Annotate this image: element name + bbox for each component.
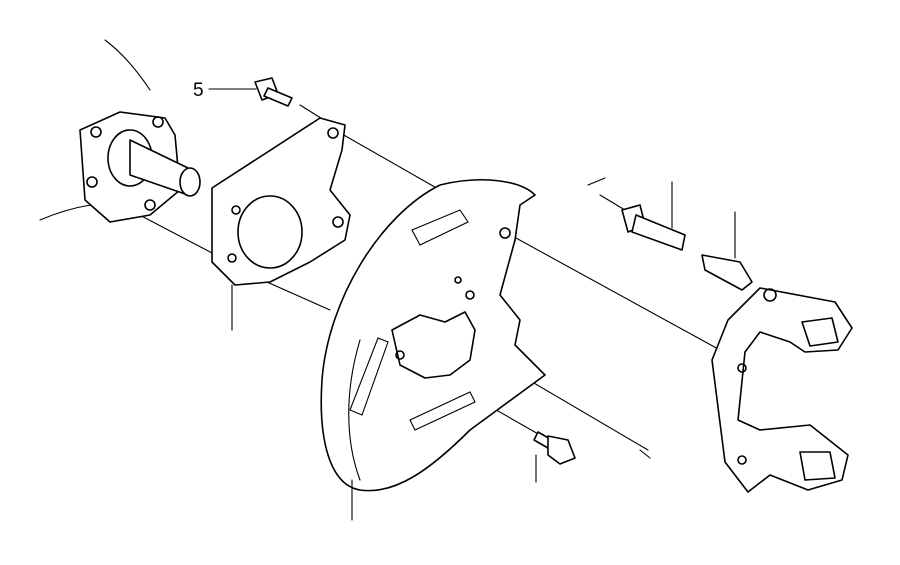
guide-bushing xyxy=(701,254,753,291)
brake-mounting-plate xyxy=(211,117,351,331)
dust-shield-slot xyxy=(411,209,469,246)
bolt-5-shank xyxy=(263,87,293,107)
dust-shield-hole xyxy=(454,276,462,284)
hub-bolt-hole xyxy=(152,116,164,128)
callout-5: 5 xyxy=(193,80,257,101)
bolt-lower-head xyxy=(547,435,576,465)
hub-outline-arc xyxy=(104,39,151,91)
mounting-plate-hole xyxy=(332,216,344,228)
bolt-5 xyxy=(254,77,293,107)
hub-bolt-hole xyxy=(144,199,156,211)
axis-line-bolt-top xyxy=(334,129,441,191)
callout-label: 5 xyxy=(193,80,204,101)
carrier-bracket-boss xyxy=(801,317,839,347)
bolt-lower xyxy=(533,431,576,483)
hub-stub-end xyxy=(179,167,201,197)
hub-bolt-hole xyxy=(86,176,98,188)
dust-shield-slot xyxy=(409,391,476,431)
mounting-plate-center-hole xyxy=(237,195,303,269)
guide-pin-shaft xyxy=(631,214,686,251)
carrier-bracket-hole xyxy=(763,288,777,302)
axis-line-pin xyxy=(599,194,626,211)
carrier-bracket-hole xyxy=(737,455,747,465)
mounting-plate-hole xyxy=(231,205,241,215)
dust-shield-center-opening xyxy=(391,311,476,379)
pin-clip xyxy=(587,177,606,186)
axis-line-shield-to-carrier xyxy=(504,231,721,351)
dust-shield-rim xyxy=(348,339,361,481)
carrier-bracket-boss xyxy=(799,451,836,481)
clip-marker xyxy=(639,449,651,459)
brake-dust-shield xyxy=(320,179,546,521)
hub-bolt-hole xyxy=(90,126,102,138)
mounting-plate-hole xyxy=(327,127,339,139)
wheel-hub-assembly xyxy=(39,39,201,223)
dust-shield-hole xyxy=(395,350,405,360)
dust-shield-slot xyxy=(349,337,389,416)
dust-shield-hole xyxy=(465,290,475,300)
caliper-carrier-bracket xyxy=(711,287,853,493)
guide-pin-set xyxy=(587,177,753,291)
carrier-bracket-hole xyxy=(737,363,747,373)
dust-shield-hole xyxy=(499,227,511,239)
mounting-plate-hole xyxy=(227,253,237,263)
